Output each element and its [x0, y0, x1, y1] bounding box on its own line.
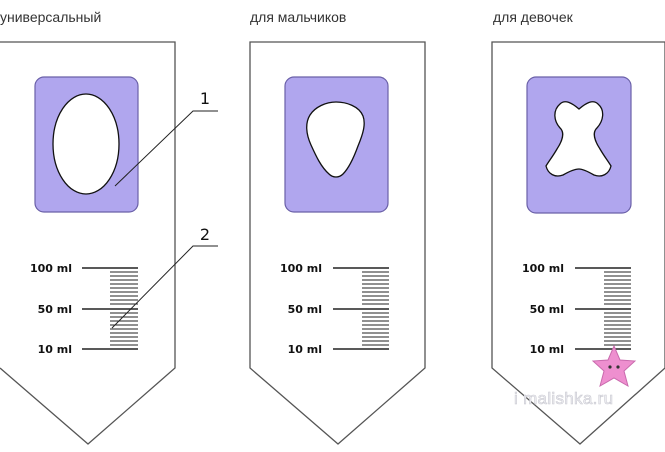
measurement-scale	[575, 267, 631, 350]
callout-2-number: 2	[200, 225, 210, 244]
column-title-girls: для девочек	[493, 9, 573, 25]
callout-2-leader	[111, 245, 218, 329]
scale-label-50: 50 ml	[38, 303, 72, 316]
scale-label-100: 100 ml	[280, 262, 322, 275]
scale-label-50: 50 ml	[530, 303, 564, 316]
scale-label-10: 10 ml	[38, 343, 72, 356]
measurement-scale	[333, 267, 389, 350]
scale-label-10: 10 ml	[288, 343, 322, 356]
callout-1-number: 1	[200, 89, 210, 108]
star-icon	[591, 344, 637, 388]
watermark-text: i malishka.ru	[514, 389, 613, 408]
bag-boys: 100 ml 50 ml 10 ml	[249, 41, 426, 445]
scale-label-10: 10 ml	[530, 343, 564, 356]
callout-1-leader	[114, 110, 218, 187]
column-title-universal: универсальный	[0, 9, 102, 25]
opening-rounded-triangle	[306, 101, 365, 178]
measurement-scale	[82, 267, 138, 350]
bag-universal: 100 ml 50 ml 10 ml	[0, 41, 176, 445]
callout-1: 1	[114, 89, 218, 187]
opening-butterfly	[545, 101, 612, 177]
bag-girls: 100 ml 50 ml 10 ml	[491, 41, 665, 445]
scale-label-50: 50 ml	[288, 303, 322, 316]
callout-2: 2	[111, 225, 218, 329]
watermark-logo: i malishka.ru	[514, 344, 637, 408]
opening-oval	[52, 93, 120, 195]
column-title-boys: для мальчиков	[250, 9, 347, 25]
scale-label-100: 100 ml	[30, 262, 72, 275]
scale-label-100: 100 ml	[522, 262, 564, 275]
